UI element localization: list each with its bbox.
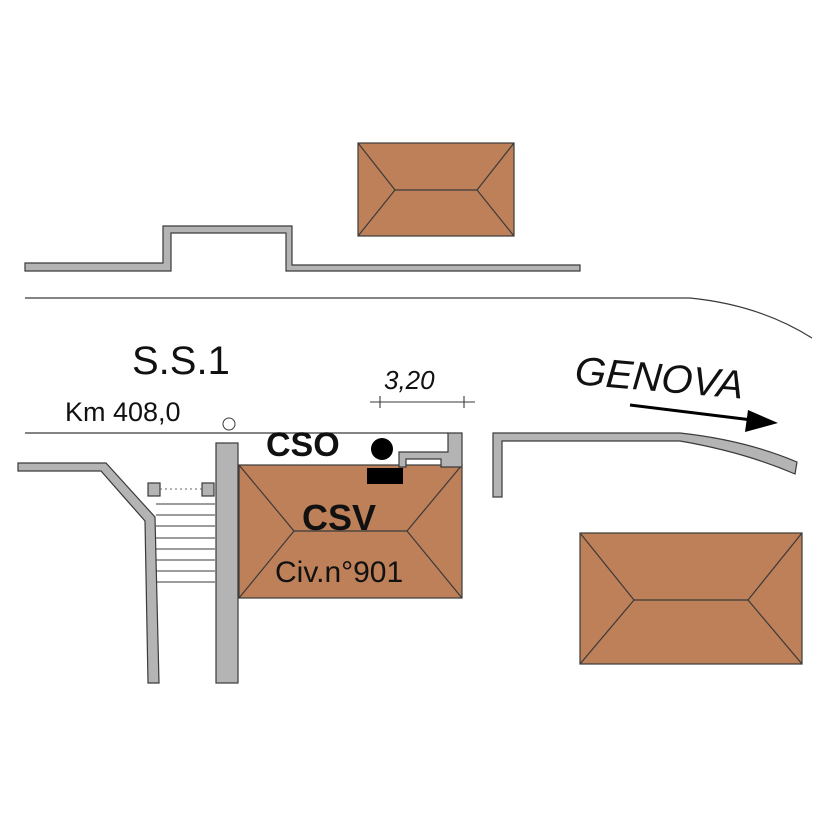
main-building xyxy=(238,464,463,599)
dimension-value: 3,20 xyxy=(384,365,435,395)
staircase xyxy=(147,482,215,583)
vertical-wall xyxy=(215,442,239,684)
left-wall xyxy=(17,462,160,684)
csv-label: CSV xyxy=(302,497,376,538)
lower-right-building xyxy=(579,532,803,665)
civic-number: Civ.n°901 xyxy=(275,556,403,589)
dimension-line xyxy=(370,396,475,408)
road-edge-north xyxy=(25,297,813,339)
gate-post xyxy=(398,432,463,468)
cso-label: CSO xyxy=(266,426,340,464)
direction-label: GENOVA xyxy=(573,349,745,408)
direction-arrow-icon xyxy=(629,403,778,432)
upper-building xyxy=(357,142,515,237)
km-marker-icon xyxy=(222,417,236,431)
measurement-point-marker xyxy=(367,438,403,484)
road-name: S.S.1 xyxy=(132,339,230,383)
right-wall xyxy=(492,432,798,498)
km-marker-label: Km 408,0 xyxy=(65,397,181,427)
upper-wall xyxy=(24,225,581,272)
